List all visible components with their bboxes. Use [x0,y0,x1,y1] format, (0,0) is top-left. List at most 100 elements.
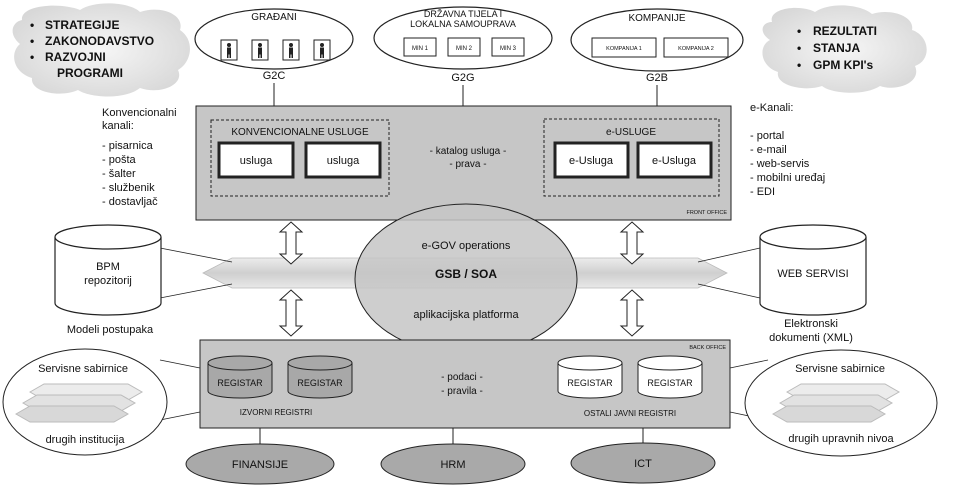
web-services-connector [697,283,761,299]
e-service-button: e-Usluga [652,155,697,167]
conventional-service-button: usluga [240,155,273,167]
data-rules-text: - podaci - [441,372,483,383]
channel-item: - dostavljač [102,196,158,208]
data-rules-text: - pravila - [441,386,483,397]
egov-operations-label: e-GOV operations [422,240,511,252]
conventional-channels-title: Konvencionalni [102,107,177,119]
g2c-label: G2C [263,70,286,82]
channel-item: - šalter [102,168,136,180]
conventional-channels: Konvencionalni kanali: - pisarnica - poš… [102,107,177,208]
companies-title: KOMPANIJE [628,13,685,24]
bullet: • [797,41,801,55]
bullet: • [30,18,34,32]
government-group: DRŽAVNA TIJELA I LOKALNA SAMOUPRAVA MIN … [373,6,553,84]
channel-item: - službenik [102,182,155,194]
front-office: FRONT OFFICE KONVENCIONALNE USLUGE uslug… [195,105,732,221]
government-title-2: LOKALNA SAMOUPRAVA [410,19,516,29]
register-label: REGISTAR [567,378,613,388]
e-channel-item: - web-servis [750,158,810,170]
hrm-system: HRM [380,443,526,485]
left-bus-connector [159,359,201,369]
bpm-label: repozitorij [84,275,132,287]
citizens-group: GRAĐANI G2C [194,8,354,82]
g2g-label: G2G [451,72,474,84]
e-channel-item: - portal [750,130,784,142]
channel-item: - pisarnica [102,140,154,152]
register-cylinder: REGISTAR [207,355,273,399]
bullet: • [30,34,34,48]
left-service-bus: Servisne sabirnice drugih institucija [2,348,168,456]
right-bus-title: Servisne sabirnice [795,363,885,375]
double-arrow [278,221,304,265]
right-service-bus: Servisne sabirnice drugih upravnih nivoa [744,349,938,457]
ict-system: ICT [570,442,716,484]
left-bus-subtitle: drugih institucija [46,434,126,446]
register-label: REGISTAR [217,378,263,388]
results-item: STANJA [813,41,860,55]
register-label: REGISTAR [647,378,693,388]
company-box: KOMPANIJA 2 [678,46,714,52]
conventional-services-title: KONVENCIONALNE USLUGE [231,127,369,138]
companies-group: KOMPANIJE KOMPANIJA 1 KOMPANIJA 2 G2B [570,8,744,84]
citizen-icon [313,39,331,61]
citizen-icon [251,39,269,61]
hrm-label: HRM [440,459,465,471]
source-registers-caption: IZVORNI REGISTRI [240,408,312,417]
e-channel-item: - mobilni uređaj [750,172,825,184]
e-channel-item: - e-mail [750,144,787,156]
conventional-channels-title: kanali: [102,120,134,132]
ministry-box: MIN 3 [500,46,517,52]
citizen-icon [282,39,300,61]
gsb-soa-label: GSB / SOA [435,267,497,281]
citizens-title: GRAĐANI [251,12,297,23]
front-office-label: FRONT OFFICE [686,210,727,216]
left-bus-title: Servisne sabirnice [38,363,128,375]
strategy-item: RAZVOJNI [45,50,106,64]
finance-label: FINANSIJE [232,459,288,471]
ict-label: ICT [634,458,652,470]
finance-system: FINANSIJE [185,443,335,485]
register-label: REGISTAR [297,378,343,388]
results-cloud: • REZULTATI • STANJA • GPM KPI's [762,5,927,93]
double-arrow [619,221,645,265]
back-office-label: BACK OFFICE [689,345,726,351]
web-services-label: WEB SERVISI [777,268,848,280]
right-bus-subtitle: drugih upravnih nivoa [788,433,894,445]
xml-docs-caption: Elektronski [784,318,838,330]
double-arrow [619,289,645,337]
service-catalog-text: - prava - [449,159,486,170]
company-box: KOMPANIJA 1 [606,46,642,52]
register-cylinder: REGISTAR [287,355,353,399]
xml-docs-caption: dokumenti (XML) [769,332,853,344]
bullet: • [797,58,801,72]
bpm-label: BPM [96,261,120,273]
double-arrow [278,289,304,337]
web-services-connector [697,247,761,263]
strategy-cloud: • STRATEGIJE • ZAKONODAVSTVO • RAZVOJNI … [12,3,190,97]
g2b-label: G2B [646,72,668,84]
bpm-connector [159,247,233,263]
citizen-icon [220,39,238,61]
back-office: BACK OFFICE REGISTAR REGISTAR IZVORNI RE… [199,339,731,429]
bullet: • [797,24,801,38]
strategy-item: PROGRAMI [57,66,123,80]
strategy-item: ZAKONODAVSTVO [45,34,154,48]
ministry-box: MIN 2 [456,46,473,52]
egov-platform: e-GOV operations GSB / SOA aplikacijska … [354,203,578,355]
register-cylinder: REGISTAR [557,355,623,399]
ministry-box: MIN 1 [412,46,429,52]
e-channels: e-Kanali: - portal - e-mail - web-servis… [750,102,825,198]
other-registers-caption: OSTALI JAVNI REGISTRI [584,409,676,418]
results-item: GPM KPI's [813,58,874,72]
bpm-repository-cylinder: BPM repozitorij [54,224,162,316]
government-title-1: DRŽAVNA TIJELA I [424,9,502,19]
left-bus-connector [159,411,201,421]
web-services-cylinder: WEB SERVISI [759,224,867,316]
conventional-service-button: usluga [327,155,360,167]
register-cylinder: REGISTAR [637,355,703,399]
service-catalog-text: - katalog usluga - [430,146,507,157]
e-service-button: e-Usluga [569,155,614,167]
bullet: • [30,50,34,64]
right-bus-connector [729,359,769,369]
e-channel-item: - EDI [750,186,775,198]
